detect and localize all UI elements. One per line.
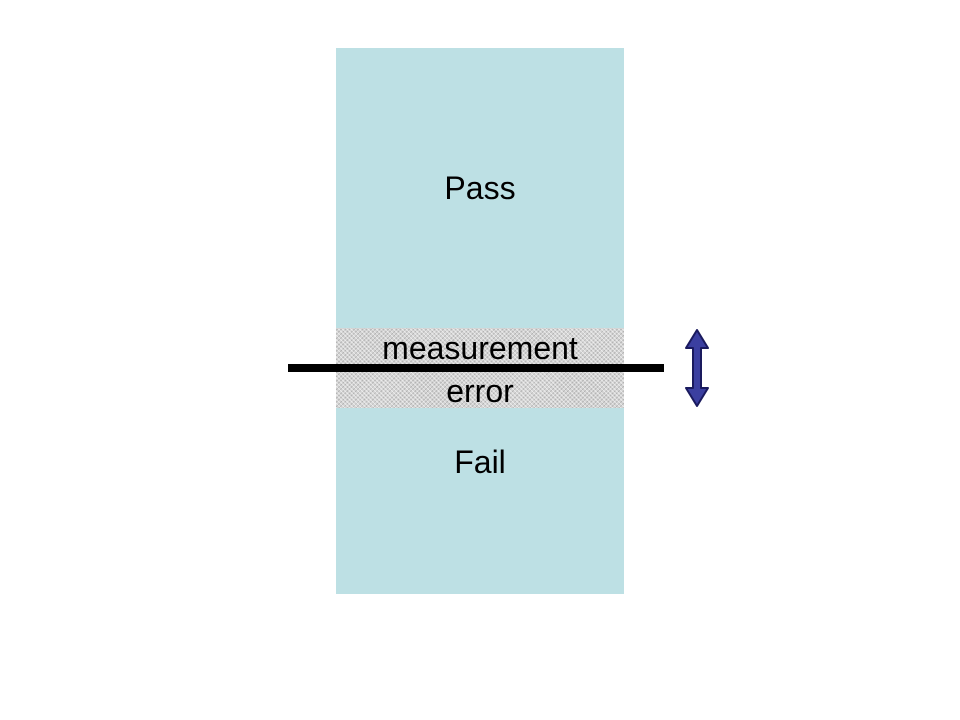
- measurement-error-label-line1: measurement: [382, 330, 578, 366]
- fail-label: Fail: [454, 444, 506, 480]
- double-headed-arrow-icon: [685, 329, 709, 407]
- measurement-error-label-line2: error: [446, 373, 514, 409]
- outcome-bar: [336, 48, 624, 594]
- threshold-line: [288, 364, 664, 372]
- pass-label: Pass: [444, 170, 516, 206]
